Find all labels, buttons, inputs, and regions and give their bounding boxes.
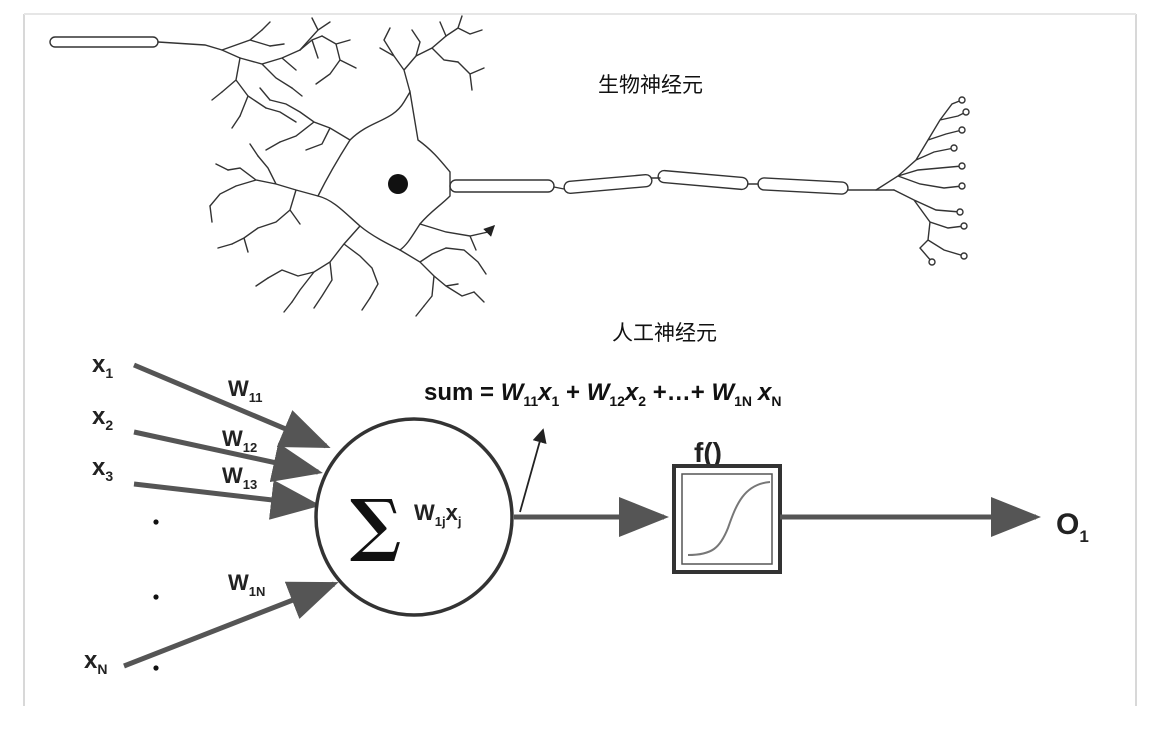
dendrite-top-twigs [445,15,485,91]
activation-inner-frame [681,473,773,565]
dendrite-arrow [483,225,495,237]
summation-node [314,417,514,617]
input-arrow-1 [133,362,331,449]
myelin-sheath-1 [449,179,555,193]
activation-label: f() [694,437,722,468]
dendrite-right [419,223,489,251]
input-arrow-2 [133,429,323,482]
artificial-neuron-label: 人工神经元 [612,321,717,345]
dendrite-upper-left-soma [269,99,351,151]
input-label-x1: x1 [92,351,113,381]
dendrite-left-twigs [209,87,281,249]
output-label: O1 [1056,508,1089,546]
summation-term: W1jxj [414,500,461,529]
input-arrow-n [123,581,339,669]
input-label-xn: xN [84,647,107,677]
incoming-axon-fiber [157,41,241,59]
input-label-x3: x3 [92,454,113,484]
dendrite-lower-right [399,247,487,307]
dendrite-lower-left [267,225,379,309]
sigmoid-curve [687,481,771,556]
bio-neuron-label: 生物神经元 [598,73,703,97]
dendrite-top [379,21,459,93]
sigma-symbol: ∑ [350,485,401,565]
weight-label-w11: W11 [228,376,263,405]
myelin-sheath-2 [563,173,653,195]
weight-label-w13: W13 [222,463,257,492]
weight-label-w12: W12 [222,426,257,455]
dendrite-upper-left [299,17,357,85]
incoming-axon-segment [49,36,159,48]
node-of-ranvier-1 [553,186,565,190]
dendrite-lower-twigs [255,277,485,317]
axon-terminal-branches-right [875,99,967,263]
biological-neuron-illustration [49,15,970,317]
dendrite-left [209,155,319,253]
input-arrow-3 [133,479,321,520]
cell-body [316,90,451,251]
axon-terminal-branches [221,29,301,117]
weight-label-w1n: W1N [228,570,265,599]
input-ellipsis [153,519,159,671]
input-arrows [123,362,339,669]
nucleus [388,174,408,194]
axon-terminal-twigs [211,21,323,129]
myelin-sheath-4 [757,177,849,195]
synaptic-terminals [928,96,970,266]
myelin-sheath-3 [657,169,749,191]
formula-pointer-arrow [519,428,547,513]
input-label-x2: x2 [92,403,113,433]
